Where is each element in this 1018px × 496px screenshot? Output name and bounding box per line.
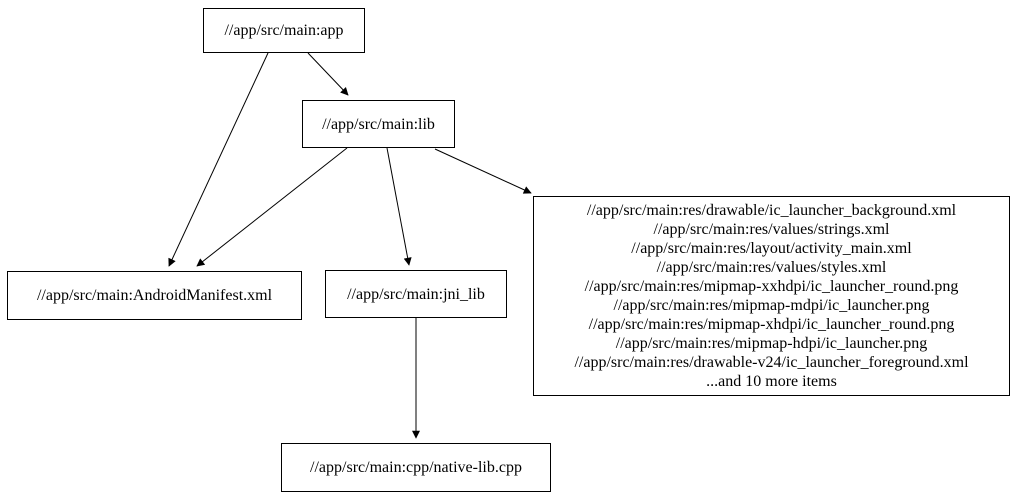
- node-app: //app/src/main:app: [203, 8, 365, 53]
- node-lib-label: //app/src/main:lib: [322, 115, 435, 133]
- res-group-line: //app/src/main:res/mipmap-hdpi/ic_launch…: [615, 335, 928, 352]
- res-group-line: //app/src/main:res/layout/activity_main.…: [631, 240, 912, 257]
- edge-app-to-manifest: [168, 52, 269, 267]
- node-android-manifest-label: //app/src/main:AndroidManifest.xml: [36, 287, 273, 304]
- edge-lib-to-manifest: [196, 147, 348, 267]
- node-app-label: //app/src/main:app: [224, 22, 344, 39]
- node-res-group: //app/src/main:res/drawable/ic_launcher_…: [533, 196, 1010, 396]
- node-native-lib-cpp-label: //app/src/main:cpp/native-lib.cpp: [310, 459, 522, 476]
- res-group-line: //app/src/main:res/drawable-v24/ic_launc…: [574, 354, 969, 371]
- res-group-line: //app/src/main:res/values/strings.xml: [653, 221, 890, 238]
- edge-app-to-lib: [307, 52, 349, 96]
- res-group-line: //app/src/main:res/mipmap-xhdpi/ic_launc…: [588, 316, 955, 333]
- node-android-manifest: //app/src/main:AndroidManifest.xml: [7, 271, 302, 320]
- edge-lib-to-res-group: [434, 148, 532, 194]
- res-group-line: //app/src/main:res/values/styles.xml: [656, 259, 887, 276]
- node-jni-lib-label: //app/src/main:jni_lib: [347, 285, 485, 303]
- res-group-line: //app/src/main:res/drawable/ic_launcher_…: [586, 202, 957, 219]
- edge-lib-to-jni-lib: [386, 147, 412, 266]
- node-lib: //app/src/main:lib: [302, 100, 455, 148]
- res-group-line: //app/src/main:res/mipmap-mdpi/ic_launch…: [613, 297, 930, 314]
- res-group-more-items: ...and 10 more items: [706, 373, 837, 390]
- node-native-lib-cpp: //app/src/main:cpp/native-lib.cpp: [281, 443, 551, 492]
- res-group-line: //app/src/main:res/mipmap-xxhdpi/ic_laun…: [584, 278, 959, 295]
- node-jni-lib: //app/src/main:jni_lib: [325, 270, 507, 318]
